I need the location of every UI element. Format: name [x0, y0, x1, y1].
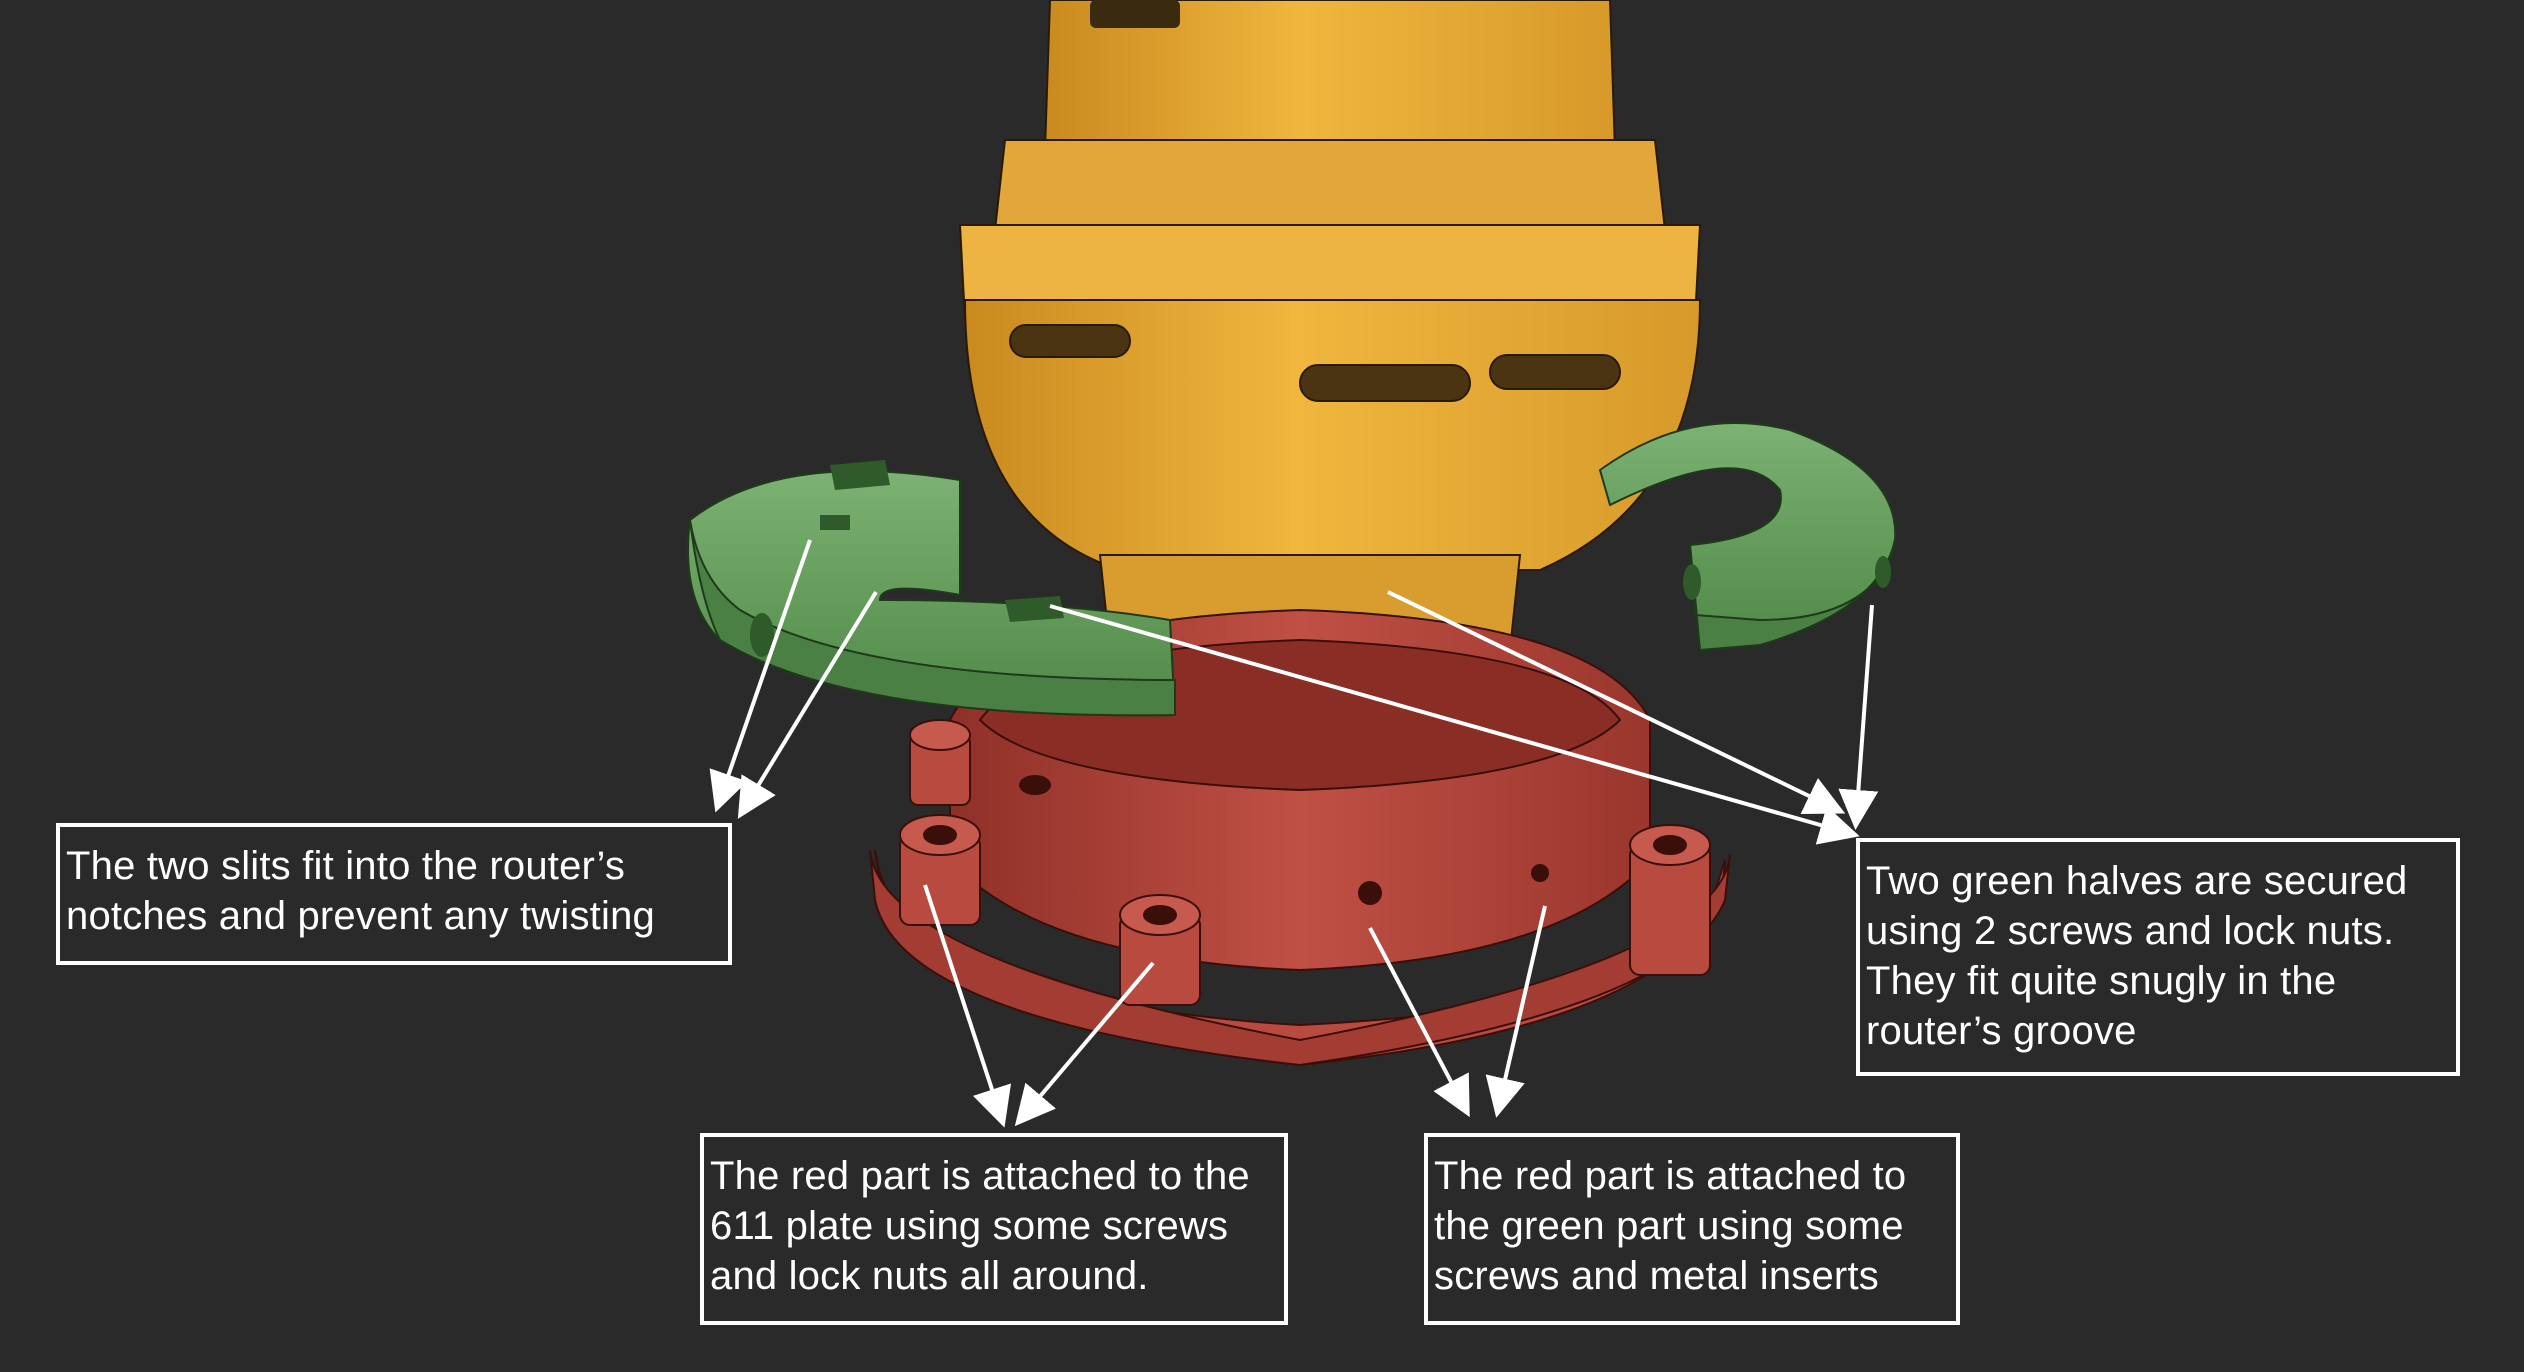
callout-red-to-plate: The red part is attached to the 611 plat…: [700, 1133, 1288, 1325]
callout-green-halves: Two green halves are secured using 2 scr…: [1856, 838, 2460, 1076]
green-half-left: [687, 460, 1177, 717]
annotation-arrows: [709, 539, 1879, 1128]
green-half-right: [1598, 422, 1897, 652]
callout-red-to-green: The red part is attached to the green pa…: [1424, 1133, 1960, 1325]
callout-slits: The two slits fit into the router’s notc…: [56, 823, 732, 965]
